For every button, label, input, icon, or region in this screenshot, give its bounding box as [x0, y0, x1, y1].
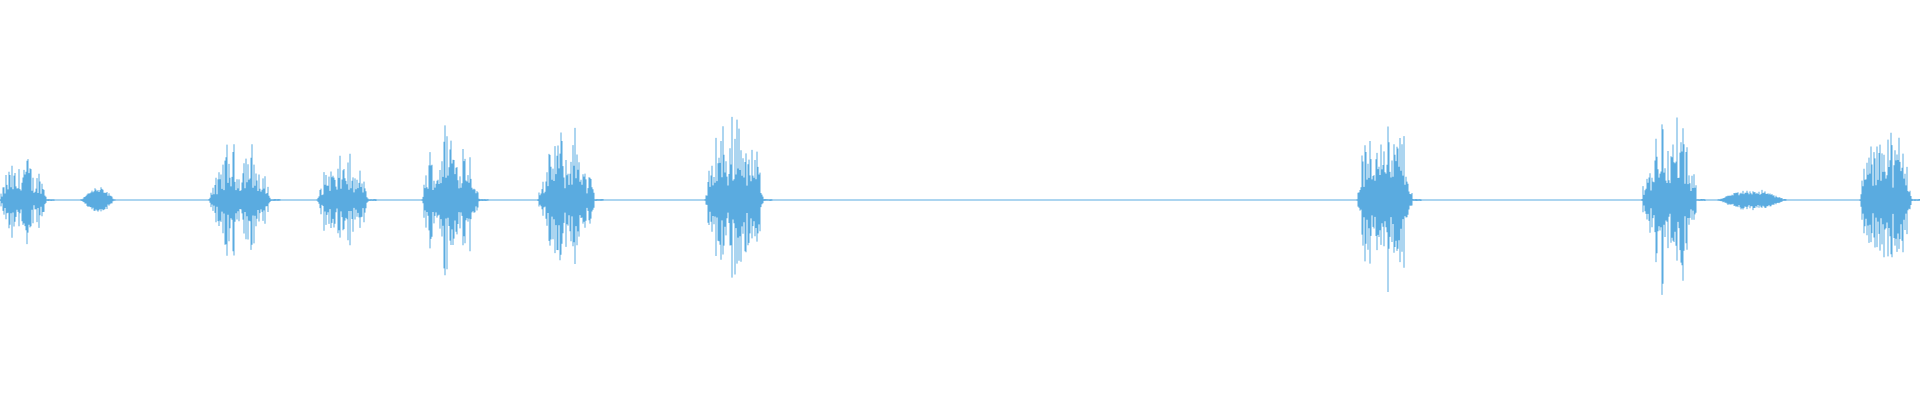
waveform-burst-path — [537, 127, 604, 264]
waveform-burst — [208, 144, 281, 256]
waveform-burst — [1641, 117, 1706, 295]
waveform-burst-path — [1859, 132, 1920, 258]
waveform-burst-path — [1356, 126, 1422, 292]
waveform-burst-path — [704, 116, 773, 278]
waveform-burst — [0, 159, 55, 245]
waveform-burst — [537, 127, 604, 264]
waveform-burst — [1356, 126, 1422, 292]
waveform-burst — [1859, 132, 1920, 258]
waveform-burst-path — [1641, 117, 1706, 295]
waveform-burst-path — [316, 153, 377, 246]
waveform-burst-path — [0, 159, 55, 245]
waveform-burst-path — [421, 125, 489, 276]
waveform-burst — [421, 125, 489, 276]
waveform-burst-path — [208, 144, 281, 256]
waveform-burst — [1717, 189, 1787, 211]
waveform-burst-path — [80, 187, 116, 212]
waveform-burst — [316, 153, 377, 246]
waveform-bursts — [0, 116, 1920, 295]
waveform-burst-path — [1717, 189, 1787, 211]
waveform-burst — [704, 116, 773, 278]
waveform-burst — [80, 187, 116, 212]
